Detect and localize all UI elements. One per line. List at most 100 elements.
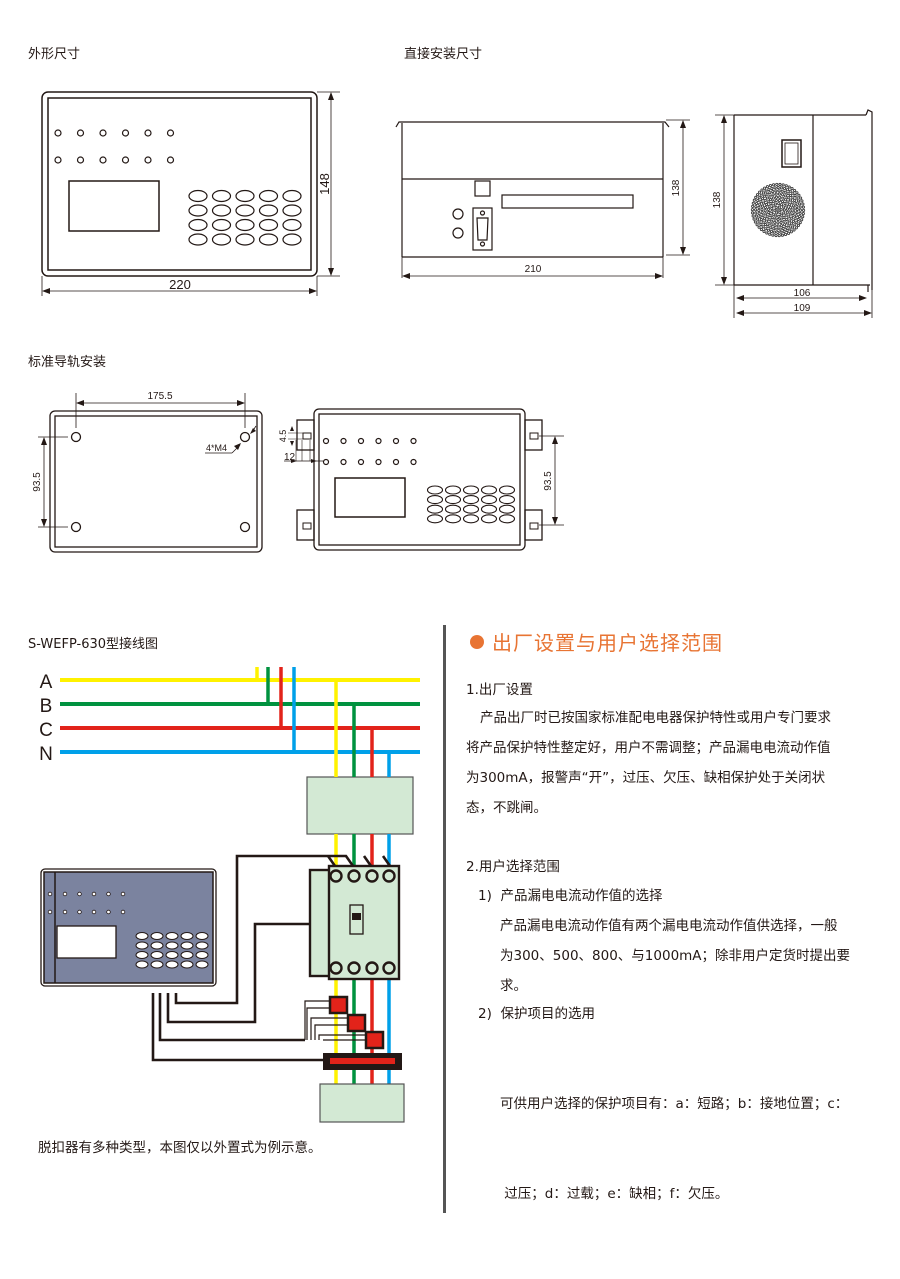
led-icon <box>340 458 347 466</box>
grille-hole <box>791 196 795 200</box>
grille-hole <box>801 215 805 219</box>
grille-hole <box>795 220 799 224</box>
grille-hole <box>766 200 770 204</box>
grille-hole <box>793 188 797 193</box>
led-icon <box>120 891 126 897</box>
key-button <box>135 951 149 959</box>
grille-hole <box>757 208 761 213</box>
grille-hole <box>757 212 761 216</box>
led-icon <box>375 458 382 466</box>
factory-line: 产品出厂时已按国家标准配电电器保护特性或用户专门要求 <box>480 710 831 726</box>
grille-hole <box>786 200 790 204</box>
grille-hole <box>771 189 775 194</box>
key-button <box>211 218 232 232</box>
grille-hole <box>791 204 795 208</box>
grille-hole <box>797 202 802 206</box>
grille-hole <box>788 219 792 223</box>
led-icon <box>76 129 85 137</box>
grille-hole <box>771 196 775 200</box>
grille-hole <box>771 200 775 204</box>
grille-hole <box>793 193 797 198</box>
grille-hole <box>762 229 766 233</box>
grille-hole <box>765 219 769 223</box>
grille-hole <box>787 185 791 189</box>
led-icon <box>340 437 347 445</box>
zct-wire <box>151 993 323 1062</box>
grille-hole <box>757 205 761 209</box>
back-outer-frame <box>49 410 263 553</box>
user-title: 2.用户选择范围 <box>466 859 560 875</box>
grille-hole <box>781 183 785 187</box>
led-icon <box>144 129 152 137</box>
grille-hole <box>791 213 795 217</box>
key-button <box>211 204 232 217</box>
speaker-grille <box>750 182 806 238</box>
key-button <box>235 233 255 246</box>
grille-hole <box>778 182 782 187</box>
key-button <box>462 514 480 524</box>
key-button <box>135 941 149 950</box>
grille-hole <box>793 217 797 221</box>
grille-hole <box>775 182 779 186</box>
grille-hole <box>780 189 784 193</box>
grille-hole <box>761 220 765 224</box>
grille-hole <box>802 208 806 212</box>
key-button <box>258 189 279 203</box>
key-button <box>444 504 462 514</box>
grille-hole <box>751 204 755 208</box>
grille-hole <box>779 186 783 190</box>
grille-hole <box>782 187 787 191</box>
grille-hole <box>764 189 768 193</box>
breaker-aux-wire <box>166 922 310 1024</box>
led-icon <box>410 458 417 466</box>
grille-hole <box>780 213 784 217</box>
key-button <box>462 485 480 495</box>
screw-label: 4*M4 <box>206 443 227 453</box>
grille-hole <box>795 204 799 208</box>
grille-hole <box>780 199 785 204</box>
key-button <box>462 504 480 514</box>
led-icon <box>166 129 175 137</box>
grille-hole <box>787 215 791 219</box>
grille-hole <box>769 198 773 202</box>
display-window <box>68 180 160 232</box>
grille-hole <box>767 221 771 225</box>
grille-hole <box>800 218 804 222</box>
key-button <box>180 941 194 950</box>
grille-hole <box>770 223 774 227</box>
grille-hole <box>757 225 761 229</box>
grille-hole <box>770 210 774 214</box>
mount-hole <box>70 521 82 533</box>
grille-hole <box>756 198 760 203</box>
grille-hole <box>785 217 789 221</box>
grille-hole <box>782 211 786 215</box>
key-button <box>188 233 208 246</box>
grille-hole <box>762 217 767 221</box>
breaker-terminal <box>382 869 396 883</box>
grille-hole <box>797 214 801 219</box>
grille-hole <box>763 209 767 213</box>
grille-hole <box>771 212 775 216</box>
led-icon <box>357 437 365 445</box>
grille-hole <box>771 193 775 197</box>
led-icon <box>47 891 53 897</box>
breaker-terminal <box>347 869 361 883</box>
front-flange <box>395 121 670 128</box>
grille-hole <box>763 222 767 227</box>
key-button <box>444 495 462 505</box>
grille-hole <box>789 193 793 198</box>
grille-hole <box>765 231 769 235</box>
wiring-title: S-WEFP-630型接线图 <box>28 637 159 652</box>
grille-hole <box>759 193 763 197</box>
led-icon <box>375 437 382 445</box>
key-button <box>258 233 279 246</box>
breaker-terminal <box>329 961 343 975</box>
user-item-1-label: 1) 产品漏电电流动作值的选择 <box>478 888 663 904</box>
key-button <box>462 495 480 505</box>
ct-wire <box>158 993 305 1042</box>
led-icon <box>106 909 111 915</box>
grille-hole <box>767 217 771 221</box>
grille-hole <box>755 217 760 221</box>
